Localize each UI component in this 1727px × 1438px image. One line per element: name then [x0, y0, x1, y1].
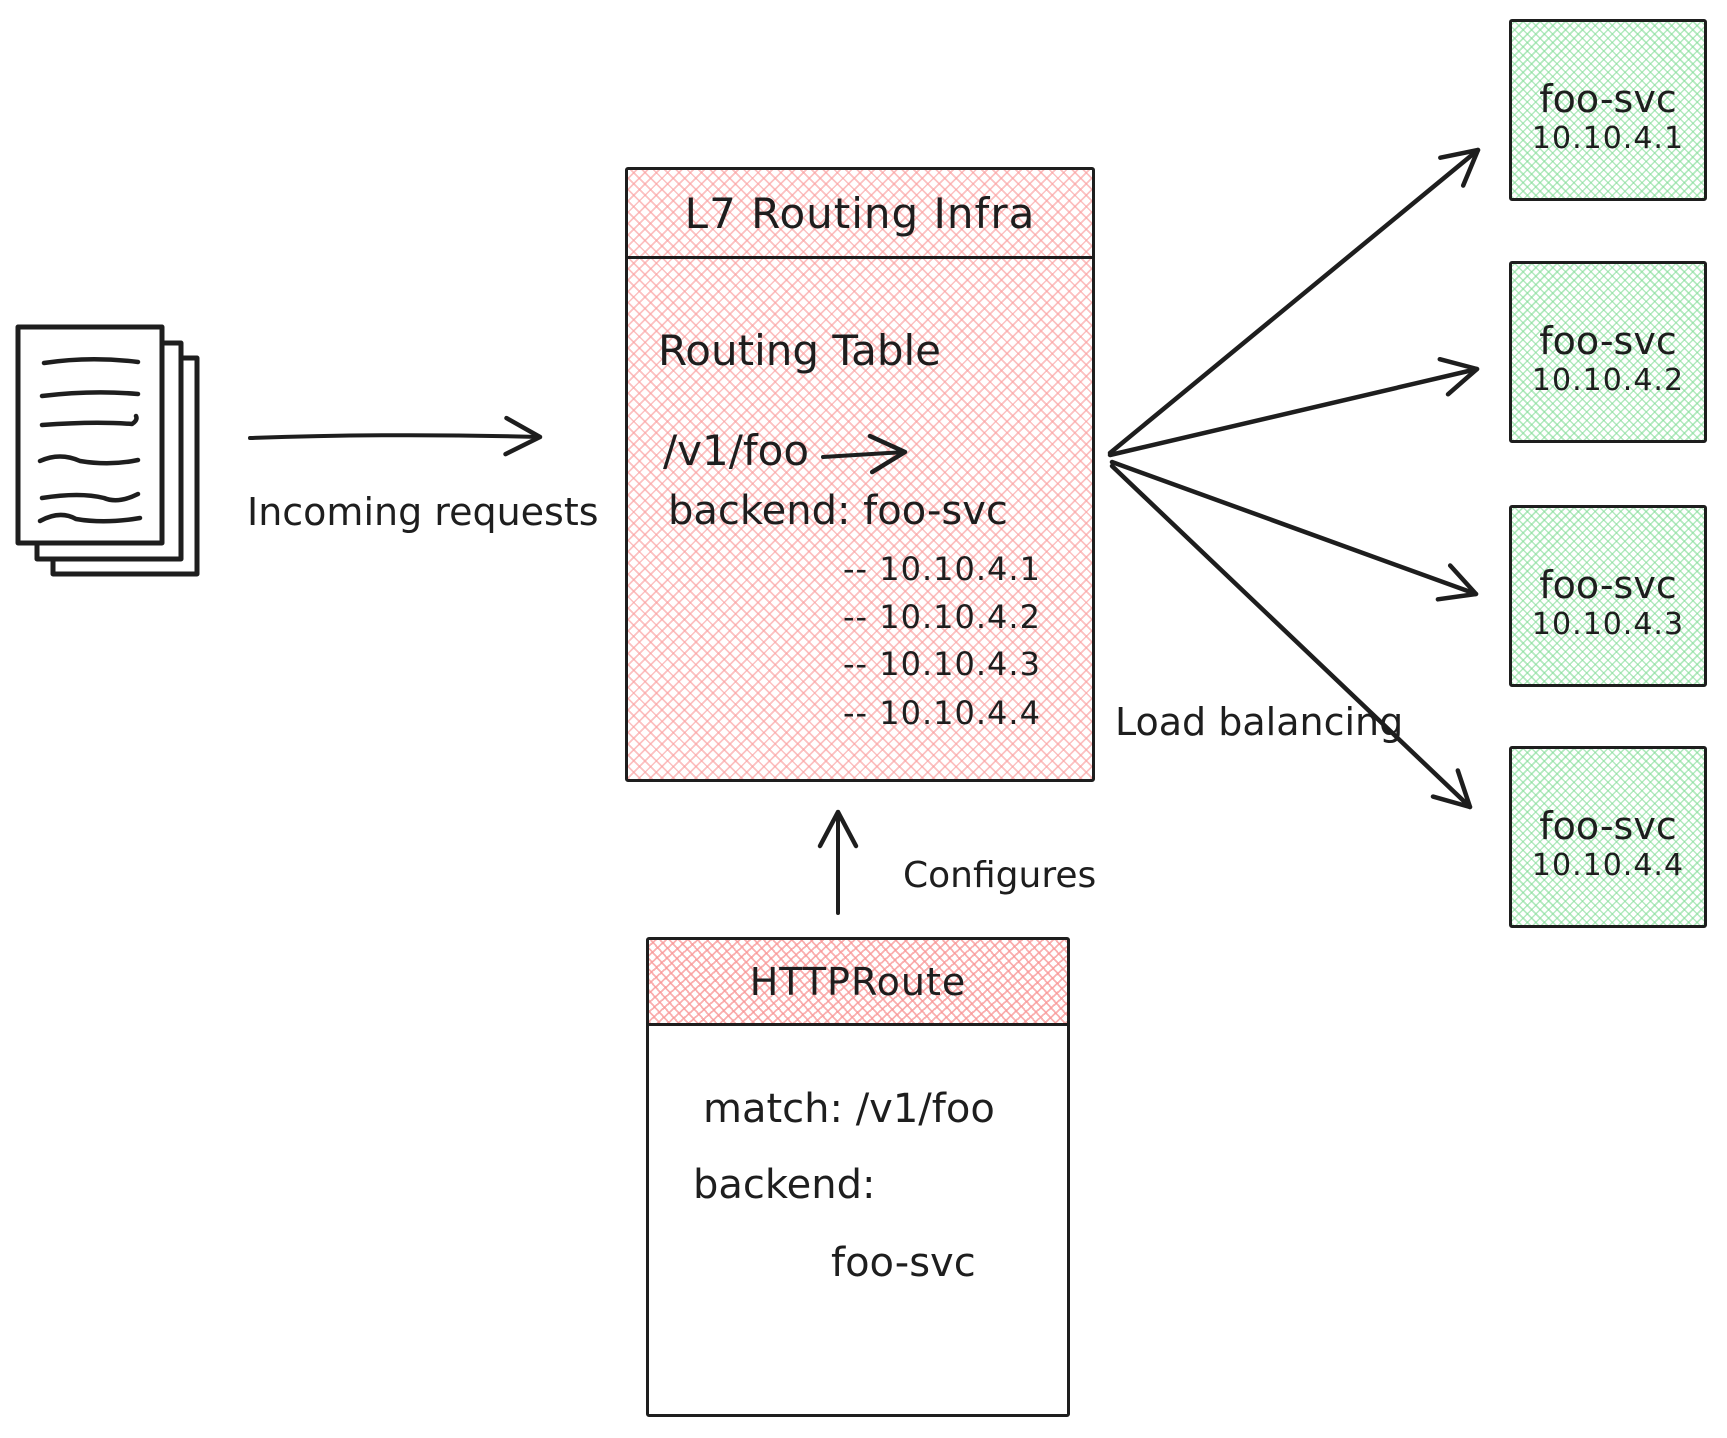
configures-label: Configures	[903, 855, 1097, 896]
lb-arrow-1	[1107, 147, 1481, 456]
lb-arrow-4	[1109, 463, 1473, 810]
incoming-arrow	[248, 415, 543, 457]
service-box: foo-svc 10.10.4.4	[1509, 746, 1707, 928]
httproute-match-line: match: /v1/foo	[703, 1086, 995, 1132]
service-name: foo-svc	[1539, 319, 1677, 363]
service-box: foo-svc 10.10.4.1	[1509, 19, 1707, 201]
lb-arrow-2	[1107, 356, 1480, 458]
backend-line: backend: foo-svc	[668, 488, 1008, 534]
endpoint-item: -- 10.10.4.3	[843, 645, 1041, 683]
service-ip: 10.10.4.1	[1531, 121, 1685, 156]
load-balancing-label: Load balancing	[1115, 700, 1404, 744]
service-name: foo-svc	[1539, 77, 1677, 121]
service-name: foo-svc	[1539, 563, 1677, 607]
httproute-backend-value: foo-svc	[831, 1240, 976, 1286]
service-ip: 10.10.4.2	[1531, 363, 1685, 398]
routing-table-heading: Routing Table	[658, 326, 941, 375]
incoming-requests-label: Incoming requests	[247, 490, 599, 534]
service-ip: 10.10.4.3	[1531, 607, 1685, 642]
service-ip: 10.10.4.4	[1531, 848, 1685, 883]
service-name: foo-svc	[1539, 804, 1677, 848]
endpoint-item: -- 10.10.4.1	[843, 550, 1041, 588]
endpoint-item: -- 10.10.4.2	[843, 598, 1041, 636]
service-box: foo-svc 10.10.4.2	[1509, 261, 1707, 443]
service-box: foo-svc 10.10.4.3	[1509, 505, 1707, 687]
endpoint-item: -- 10.10.4.4	[843, 694, 1041, 732]
router-box: L7 Routing Infra Routing Table /v1/foo b…	[625, 167, 1095, 782]
httproute-title: HTTPRoute	[649, 940, 1067, 1026]
httproute-backend-label: backend:	[693, 1162, 876, 1208]
route-path-text: /v1/foo	[663, 426, 810, 475]
router-box-title: L7 Routing Infra	[628, 170, 1092, 259]
documents-icon	[15, 324, 200, 577]
lb-arrow-3	[1109, 459, 1479, 602]
httproute-box: HTTPRoute match: /v1/foo backend: foo-sv…	[646, 937, 1070, 1417]
